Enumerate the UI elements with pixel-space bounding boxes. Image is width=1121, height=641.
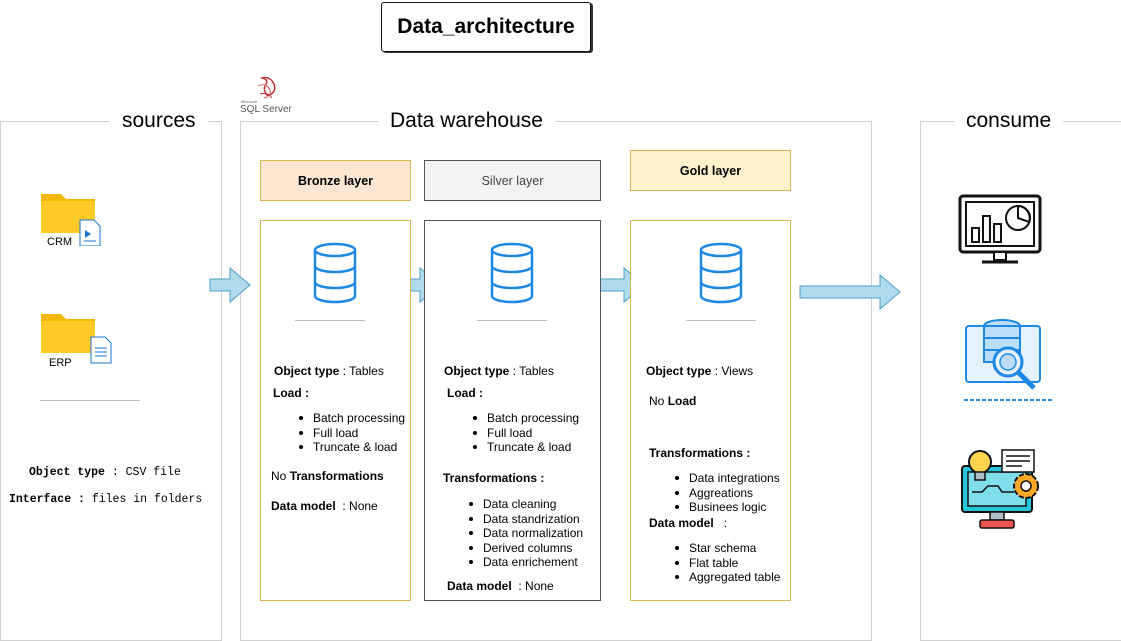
gold-separator bbox=[686, 320, 756, 321]
list-item: Batch processing bbox=[473, 411, 579, 426]
consume-label: consume bbox=[954, 109, 1064, 133]
silver-object-type: Object type : Tables bbox=[444, 364, 554, 378]
diagram-title: Data_architecture bbox=[381, 2, 591, 52]
gold-load: No Load bbox=[649, 394, 697, 408]
list-item: Truncate & load bbox=[473, 440, 579, 455]
sources-label: sources bbox=[110, 109, 208, 133]
gold-layer-header: Gold layer bbox=[630, 150, 791, 191]
gold-model-list: Star schema Flat table Aggregated table bbox=[675, 541, 780, 585]
silver-data-model: Data model : None bbox=[447, 579, 554, 593]
sql-server-swirl-icon bbox=[257, 76, 276, 99]
sources-interface: Interface : files in folders bbox=[9, 493, 203, 506]
gold-layer-box bbox=[630, 220, 791, 601]
database-search-icon bbox=[964, 319, 1052, 401]
erp-folder[interactable]: ERP bbox=[40, 310, 112, 370]
list-item: Flat table bbox=[675, 556, 780, 571]
bronze-layer-box bbox=[260, 220, 411, 601]
folder-file-icon bbox=[41, 194, 101, 247]
list-item: Data normalization bbox=[469, 526, 583, 541]
list-item: Data enrichement bbox=[469, 555, 583, 570]
list-item: Aggregated table bbox=[675, 570, 780, 585]
gold-transform-list: Data integrations Aggreations Businees l… bbox=[675, 471, 780, 515]
list-item: Full load bbox=[473, 426, 579, 441]
bronze-transformations: No Transformations bbox=[271, 469, 384, 483]
folder-file-icon bbox=[41, 314, 112, 364]
silver-load-list: Batch processing Full load Truncate & lo… bbox=[473, 411, 579, 455]
list-item: Star schema bbox=[675, 541, 780, 556]
list-item: Truncate & load bbox=[299, 440, 405, 455]
list-item: Batch processing bbox=[299, 411, 405, 426]
sql-server-text: SQL Server bbox=[240, 104, 292, 115]
warehouse-label: Data warehouse bbox=[378, 109, 555, 133]
bronze-load-label: Load : bbox=[273, 386, 309, 400]
arrow-sources-to-bronze bbox=[209, 266, 251, 304]
bronze-layer-header: Bronze layer bbox=[260, 160, 411, 201]
silver-database-icon bbox=[490, 242, 534, 304]
list-item: Aggreations bbox=[675, 486, 780, 501]
gold-transformations-label: Transformations : bbox=[649, 446, 751, 460]
silver-transform-list: Data cleaning Data standrization Data no… bbox=[469, 497, 583, 570]
list-item: Derived columns bbox=[469, 541, 583, 556]
silver-layer-header: Silver layer bbox=[424, 160, 601, 201]
bronze-data-model: Data model : None bbox=[271, 499, 378, 513]
sources-frame bbox=[0, 121, 222, 641]
list-item: Businees logic bbox=[675, 500, 780, 515]
gold-object-type: Object type : Views bbox=[646, 364, 754, 378]
bronze-load-list: Batch processing Full load Truncate & lo… bbox=[299, 411, 405, 455]
silver-separator bbox=[477, 320, 547, 321]
crm-label: CRM bbox=[47, 236, 73, 248]
silver-layer-box bbox=[424, 220, 601, 601]
dashboard-chart-icon bbox=[958, 194, 1042, 264]
bronze-separator bbox=[295, 320, 365, 321]
list-item: Data standrization bbox=[469, 512, 583, 527]
bronze-object-type: Object type : Tables bbox=[274, 364, 384, 378]
silver-load-label: Load : bbox=[447, 386, 483, 400]
list-item: Full load bbox=[299, 426, 405, 441]
sql-server-microsoft-text: Microsoft bbox=[241, 99, 258, 104]
sources-separator bbox=[40, 400, 140, 401]
list-item: Data integrations bbox=[675, 471, 780, 486]
crm-folder[interactable]: CRM bbox=[40, 190, 104, 250]
ai-idea-gear-icon bbox=[961, 449, 1039, 529]
gold-database-icon bbox=[699, 242, 743, 304]
silver-transformations-label: Transformations : bbox=[443, 471, 545, 485]
sources-object-type: Object type : CSV file bbox=[29, 466, 181, 479]
arrow-gold-to-consume bbox=[799, 273, 901, 311]
erp-label: ERP bbox=[49, 357, 72, 369]
gold-data-model: Data model : bbox=[649, 516, 728, 530]
bronze-database-icon bbox=[313, 242, 357, 304]
sql-server-logo: Microsoft SQL Server bbox=[240, 74, 300, 118]
list-item: Data cleaning bbox=[469, 497, 583, 512]
